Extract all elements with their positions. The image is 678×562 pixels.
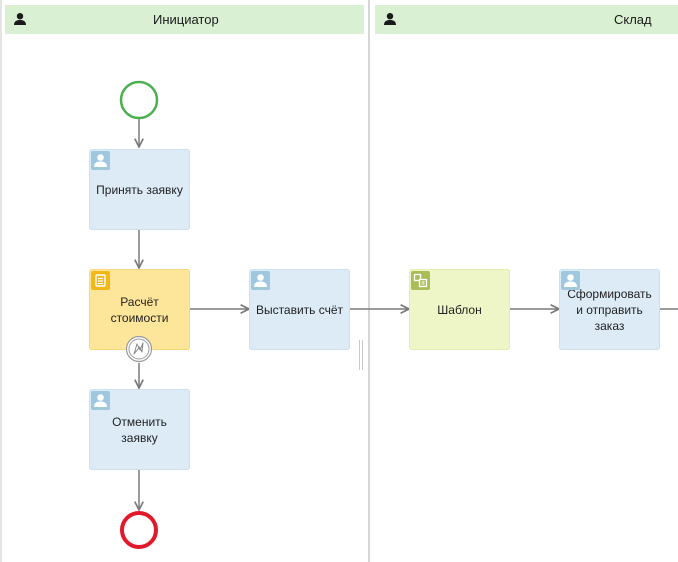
template-task-icon — [411, 271, 430, 290]
task-issue-invoice[interactable]: Выставить счёт — [249, 269, 350, 350]
lightning-icon — [133, 342, 144, 355]
user-task-icon — [91, 391, 110, 410]
start-event — [119, 80, 159, 120]
task-template[interactable]: Шаблон — [409, 269, 510, 350]
person-icon — [14, 13, 26, 25]
task-label: Расчёт стоимости — [110, 294, 169, 325]
task-label: Отменить заявку — [112, 414, 167, 445]
task-label: Принять заявку — [96, 182, 183, 197]
lane-header-initiator[interactable]: Инициатор — [5, 5, 364, 34]
user-task-icon — [251, 271, 270, 290]
lane-title: Инициатор — [153, 12, 219, 27]
lane-header-warehouse[interactable]: Склад — [375, 5, 678, 34]
lane-title: Склад — [614, 12, 652, 27]
person-icon — [384, 13, 396, 25]
task-label: Сформировать и отправить заказ — [567, 286, 652, 333]
end-event — [120, 511, 158, 549]
task-accept-request[interactable]: Принять заявку — [89, 149, 190, 230]
task-form-and-send-order[interactable]: Сформировать и отправить заказ — [559, 269, 660, 350]
lane-divider[interactable] — [368, 0, 370, 562]
error-boundary-event[interactable] — [125, 335, 153, 363]
script-task-icon — [91, 271, 110, 290]
task-cancel-request[interactable]: Отменить заявку — [89, 389, 190, 470]
lane-border — [0, 0, 2, 562]
user-task-icon — [561, 271, 580, 290]
task-label: Шаблон — [437, 302, 482, 317]
user-task-icon — [91, 151, 110, 170]
resize-handle[interactable] — [359, 340, 363, 370]
task-label: Выставить счёт — [255, 302, 344, 317]
